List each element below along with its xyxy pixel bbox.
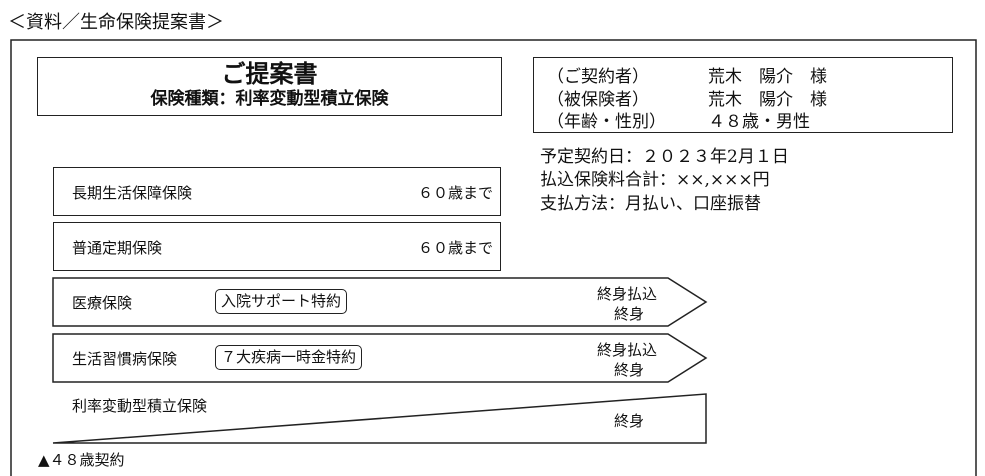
rider-seven-diseases: ７大疾病一時金特約 <box>215 345 363 370</box>
contract-age-marker: ▲４８歳契約 <box>38 451 125 469</box>
plan-long-term-life: 長期生活保障保険 ６０歳まで <box>53 167 501 216</box>
plan-name-savings: 利率変動型積立保険 <box>72 397 208 415</box>
policyholder-box: （ご契約者） 荒木 陽介 様 （被保険者） 荒木 陽介 様 （年齢・性別） ４８… <box>533 57 953 133</box>
payment-method: 支払方法：月払い、口座振替 <box>540 194 761 214</box>
coverage-term-savings: 終身 <box>614 412 645 430</box>
insurance-type: 保険種類：利率変動型積立保険 <box>150 89 389 109</box>
plan-name: 普通定期保険 <box>72 239 163 257</box>
contract-date: 予定契約日：２０２３年2月１日 <box>540 147 789 167</box>
plan-term-life: 普通定期保険 ６０歳まで <box>53 222 501 271</box>
plan-name: 長期生活保障保険 <box>72 184 193 202</box>
plan-term: ６０歳まで <box>417 239 493 257</box>
plan-wedge-savings <box>52 393 707 444</box>
coverage-term-medical: 終身 <box>614 305 645 323</box>
document-heading: ＜資料／生命保険提案書＞ <box>8 12 224 33</box>
proposal-title: ご提案書 <box>221 60 318 88</box>
payment-term-medical: 終身払込 <box>597 285 658 303</box>
plan-name-medical: 医療保険 <box>72 294 133 312</box>
insured-value: 荒木 陽介 様 <box>708 90 827 110</box>
title-box: ご提案書 保険種類：利率変動型積立保険 <box>37 57 502 116</box>
age-gender-value: ４８歳・男性 <box>708 112 810 132</box>
coverage-term-lifestyle: 終身 <box>614 361 645 379</box>
total-premium: 払込保険料合計：××,×××円 <box>540 170 770 190</box>
contractor-label: （ご契約者） <box>547 67 649 87</box>
outer-frame <box>10 39 977 476</box>
age-gender-label: （年齢・性別） <box>547 112 666 132</box>
contractor-value: 荒木 陽介 様 <box>708 67 827 87</box>
payment-term-lifestyle: 終身払込 <box>597 341 658 359</box>
plan-name-lifestyle: 生活習慣病保険 <box>72 350 178 368</box>
plan-term: ６０歳まで <box>417 184 493 202</box>
insured-label: （被保険者） <box>547 90 649 110</box>
rider-hospital-support: 入院サポート特約 <box>215 289 348 314</box>
